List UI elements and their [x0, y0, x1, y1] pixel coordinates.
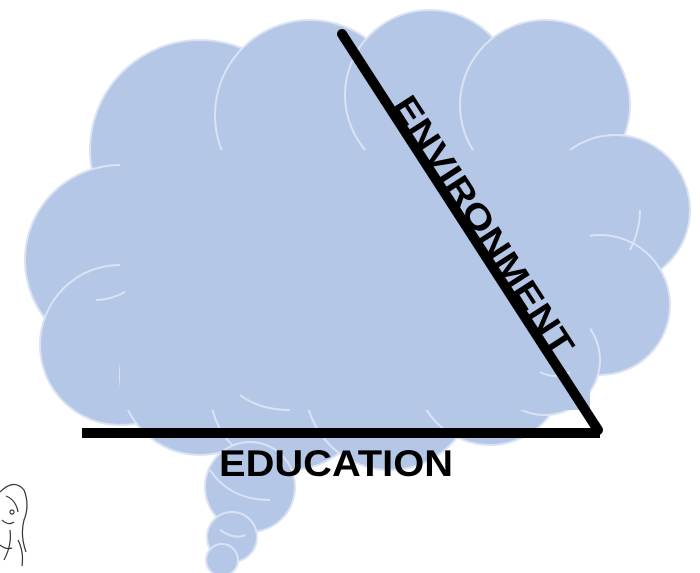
education-label: EDUCATION [219, 443, 453, 484]
environment-line [337, 29, 603, 435]
girl-sketch-icon [0, 483, 28, 567]
thought-cloud-icon [24, 9, 691, 573]
cloud-lobe-lines [95, 209, 641, 538]
